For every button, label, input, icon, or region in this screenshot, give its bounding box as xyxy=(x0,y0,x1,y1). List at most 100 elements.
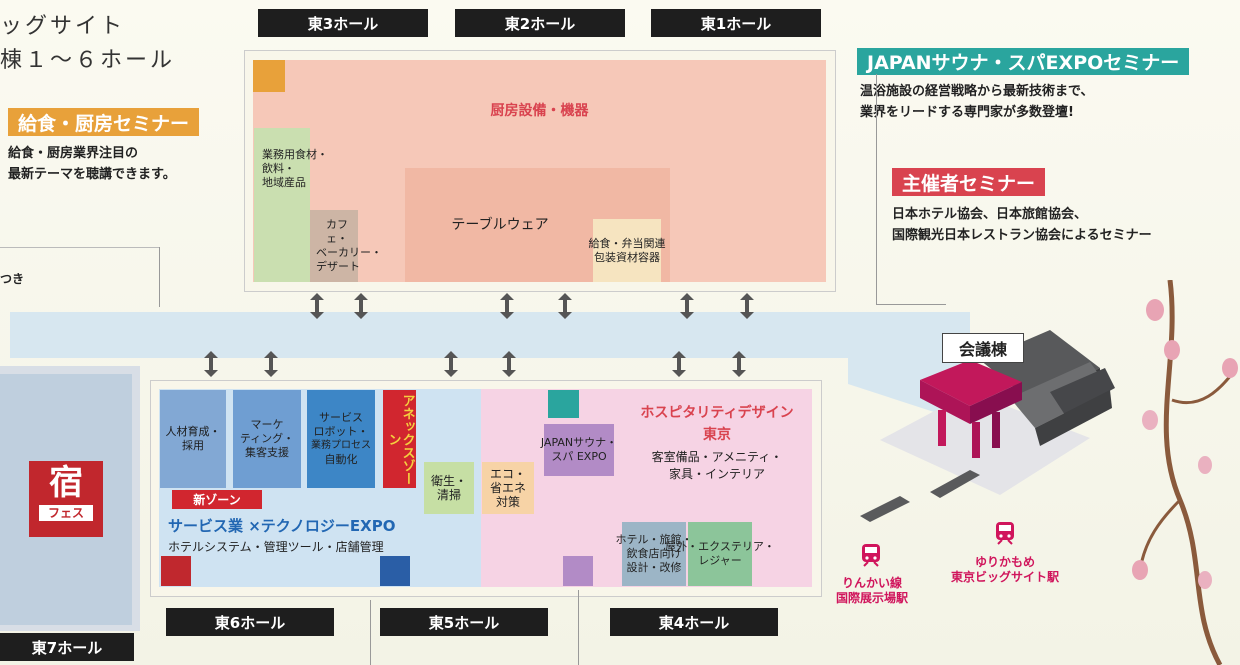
hall5-leader xyxy=(370,600,371,665)
food-seminar-title: 給食・厨房セミナー xyxy=(8,108,200,136)
sauna-seminar-desc1: 温浴施設の経営戦略から最新技術まで、 xyxy=(860,84,1094,99)
marketing-zone: マーケ ティング・ 集客支援 xyxy=(233,390,301,488)
rinkai-station-line2: 国際展示場駅 xyxy=(835,591,908,605)
hr-zone: 人材育成・ 採用 xyxy=(160,390,226,488)
sauna-zone-line1: JAPANサウナ・ xyxy=(540,436,618,449)
robot-zone: サービス ロボット・ 業務プロセス 自動化 xyxy=(307,390,375,488)
walkway-band xyxy=(10,312,970,358)
bento-zone-line2: 包装資材容器 xyxy=(594,250,660,264)
hospitality-title: ホスピタリティデザイン 東京 xyxy=(622,402,812,446)
robot-zone-line2: ロボット・ xyxy=(313,425,369,438)
yurikamome-station-line1: ゆりかもめ xyxy=(974,555,1035,569)
hospitality-sub: 客室備品・アメニティ・ 家具・インテリア xyxy=(622,449,812,483)
hotel-food-zone: ホテル・旅館・ 飲食店向け 設計・改修 xyxy=(616,522,693,586)
host-seminar-leader xyxy=(876,74,877,304)
hotel-food-line3: 設計・改修 xyxy=(626,561,682,574)
yado-fes-logo-line1: 宿 xyxy=(49,463,83,503)
hall-tag-e4: 東4ホール xyxy=(610,608,778,636)
exterior-line2: レジャー xyxy=(698,554,742,567)
robot-zone-line3: 業務プロセス xyxy=(311,440,371,451)
escalator-arrow-icon xyxy=(558,293,572,319)
eco-zone: エコ・ 省エネ 対策 xyxy=(482,462,534,514)
cafe-zone-line1: カフェ・ xyxy=(326,218,348,245)
food-zone-line3: 地域産品 xyxy=(262,176,306,189)
kitchen-zone-title: 厨房設備・機器 xyxy=(490,103,589,119)
hr-zone-line2: 採用 xyxy=(182,439,204,452)
escalator-arrow-icon xyxy=(204,351,218,377)
host-seminar-room xyxy=(380,556,410,586)
hygiene-zone-line1: 衛生・ xyxy=(430,474,467,488)
food-zone: 業務用食材・ 飲料・ 地域産品 xyxy=(254,128,328,282)
cafe-zone: カフェ・ ベーカリー・ デザート xyxy=(310,210,382,282)
yurikamome-station-line2: 東京ビッグサイト駅 xyxy=(950,570,1059,584)
host-seminar-title: 主催者セミナー xyxy=(892,168,1046,196)
hospitality-sub-line2: 家具・インテリア xyxy=(668,467,765,481)
sauna-zone-line2: スパ EXPO xyxy=(551,450,607,463)
annex-zone: アネックスゾーン xyxy=(383,390,416,488)
marketing-zone-line1: マーケ xyxy=(250,418,284,431)
hall-tag-e1: 東1ホール xyxy=(651,9,821,37)
food-zone-line2: 飲料・ xyxy=(262,162,295,175)
food-seminar-desc1: 給食・厨房業界注目の xyxy=(8,146,139,161)
eco-zone-line2: 省エネ xyxy=(489,481,526,495)
train-icon xyxy=(996,522,1014,545)
host-seminar-desc2: 国際観光日本レストラン協会によるセミナー xyxy=(892,228,1152,243)
sauna-seminar-title: JAPANサウナ・スパEXPOセミナー xyxy=(857,48,1190,75)
eco-zone-line3: 対策 xyxy=(495,495,520,509)
bento-zone: 給食・弁当関連 包装資材容器 xyxy=(589,219,666,282)
hall-tag-e2: 東2ホール xyxy=(455,9,625,37)
eco-zone-line1: エコ・ xyxy=(489,467,526,481)
marketing-zone-line2: ティング・ xyxy=(239,432,295,445)
hotel-food-line2: 飲食店向け xyxy=(626,547,682,560)
hall-tag-e5: 東5ホール xyxy=(380,608,548,636)
escalator-arrow-icon xyxy=(354,293,368,319)
escalator-arrow-icon xyxy=(444,351,458,377)
sauna-seminar-room xyxy=(563,556,593,586)
stexpo-sub: ホテルシステム・管理ツール・店舗管理 xyxy=(168,540,384,554)
left-label: つき xyxy=(0,272,25,286)
hygiene-zone-line2: 清掃 xyxy=(436,488,461,502)
hospitality-title-line2: 東京 xyxy=(703,427,731,443)
yado-fes-logo: 宿 フェス xyxy=(29,461,103,537)
sauna-seminar-desc2: 業界をリードする専門家が多数登壇! xyxy=(860,105,1074,120)
new-zone-badge: 新ゾーン xyxy=(172,490,262,509)
venue-line1: ッグサイト xyxy=(0,14,126,39)
food-seminar-marker xyxy=(253,60,285,92)
bento-zone-line1: 給食・弁当関連 xyxy=(588,236,666,250)
hall4-leader xyxy=(578,590,579,665)
rinkai-station-label: りんかい線 国際展示場駅 xyxy=(822,576,922,606)
yurikamome-station-label: ゆりかもめ 東京ビッグサイト駅 xyxy=(945,555,1065,585)
marketing-zone-line3: 集客支援 xyxy=(245,446,289,459)
conference-building-label: 会議棟 xyxy=(942,333,1024,363)
hospitality-sub-line1: 客室備品・アメニティ・ xyxy=(651,450,783,464)
yado-fes-logo-line2: フェス xyxy=(39,505,93,521)
hotel-food-line1: ホテル・旅館・ xyxy=(615,533,693,546)
sauna-seminar-marker xyxy=(548,390,579,418)
exterior-zone: 屋外・エクステリア・ レジャー xyxy=(665,522,775,586)
escalator-arrow-icon xyxy=(310,293,324,319)
escalator-arrow-icon xyxy=(672,351,686,377)
escalator-arrow-icon xyxy=(732,351,746,377)
escalator-arrow-icon xyxy=(264,351,278,377)
stexpo-title: サービス業 ×テクノロジーEXPO xyxy=(168,517,396,535)
hall-tag-e3: 東3ホール xyxy=(258,9,428,37)
food-zone-line1: 業務用食材・ xyxy=(262,148,328,161)
hospitality-title-line1: ホスピタリティデザイン xyxy=(640,405,794,421)
rinkai-station-line1: りんかい線 xyxy=(841,576,902,590)
blossom-branch-decoration xyxy=(1132,280,1238,665)
left-outline-v xyxy=(159,247,160,307)
exterior-line1: 屋外・エクステリア・ xyxy=(665,540,775,553)
escalator-arrow-icon xyxy=(680,293,694,319)
hygiene-zone: 衛生・ 清掃 xyxy=(424,462,474,514)
cafe-zone-line2: ベーカリー・ xyxy=(316,246,382,259)
escalator-arrow-icon xyxy=(500,293,514,319)
food-seminar-room xyxy=(161,556,191,586)
food-seminar-desc2: 最新テーマを聴講できます。 xyxy=(8,167,176,182)
hall-tag-e7: 東7ホール xyxy=(0,633,134,661)
conference-building-illustration xyxy=(860,330,1115,522)
tableware-label: テーブルウェア xyxy=(451,217,549,233)
robot-zone-line4: 自動化 xyxy=(324,453,358,466)
robot-zone-line1: サービス xyxy=(319,411,363,424)
escalator-arrow-icon xyxy=(502,351,516,377)
hall-tag-e6: 東6ホール xyxy=(166,608,334,636)
